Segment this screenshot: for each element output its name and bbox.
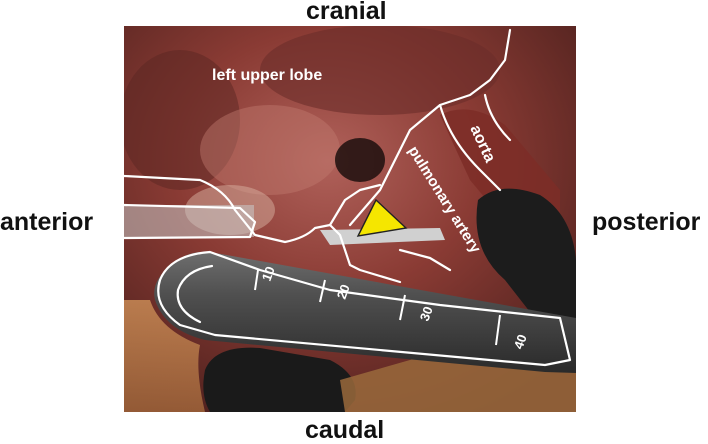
dark-tissue-patch — [260, 26, 500, 115]
lobe-outline — [124, 174, 402, 284]
scale-tick-30: 30 — [417, 304, 436, 323]
lower-tissue — [124, 300, 205, 412]
stapler-jaw — [320, 228, 445, 245]
stapler-outline — [157, 250, 572, 367]
surgical-photo: 10 20 30 40 left upper lobe aorta pulmon… — [124, 26, 576, 412]
lobe-highlight — [200, 105, 340, 195]
label-cranial: cranial — [306, 0, 387, 25]
anatomy-outlines — [124, 28, 572, 367]
yellow-triangle-marker-icon — [356, 198, 408, 237]
structure-label-left-upper-lobe: left upper lobe — [212, 67, 322, 84]
gauze-bottom-icon — [203, 347, 356, 412]
stapler-outline-inner — [176, 264, 214, 324]
label-anterior: anterior — [0, 208, 94, 236]
scale-tick-40: 40 — [511, 332, 530, 351]
tube-outline — [124, 203, 257, 240]
scale-tick-line — [254, 269, 259, 291]
label-posterior: posterior — [592, 208, 701, 236]
scale-tick-line — [319, 279, 326, 303]
aorta-outline — [438, 103, 502, 192]
aorta-outline — [483, 93, 512, 142]
artery-outline-upper — [328, 183, 382, 227]
gauze-right-icon — [476, 188, 576, 320]
label-caudal: caudal — [305, 416, 385, 444]
artery-right-outline — [398, 248, 452, 272]
dark-hilum-area — [335, 138, 385, 182]
dark-tissue-patch — [124, 50, 240, 190]
scale-tick-10: 10 — [259, 264, 278, 283]
stapler-shaft — [154, 251, 576, 373]
scale-tick-20: 20 — [334, 282, 353, 301]
chest-tube — [124, 205, 254, 237]
scale-tick-line — [495, 314, 501, 346]
stapler-scale-ticks — [254, 269, 501, 346]
scale-tick-line — [399, 294, 406, 321]
